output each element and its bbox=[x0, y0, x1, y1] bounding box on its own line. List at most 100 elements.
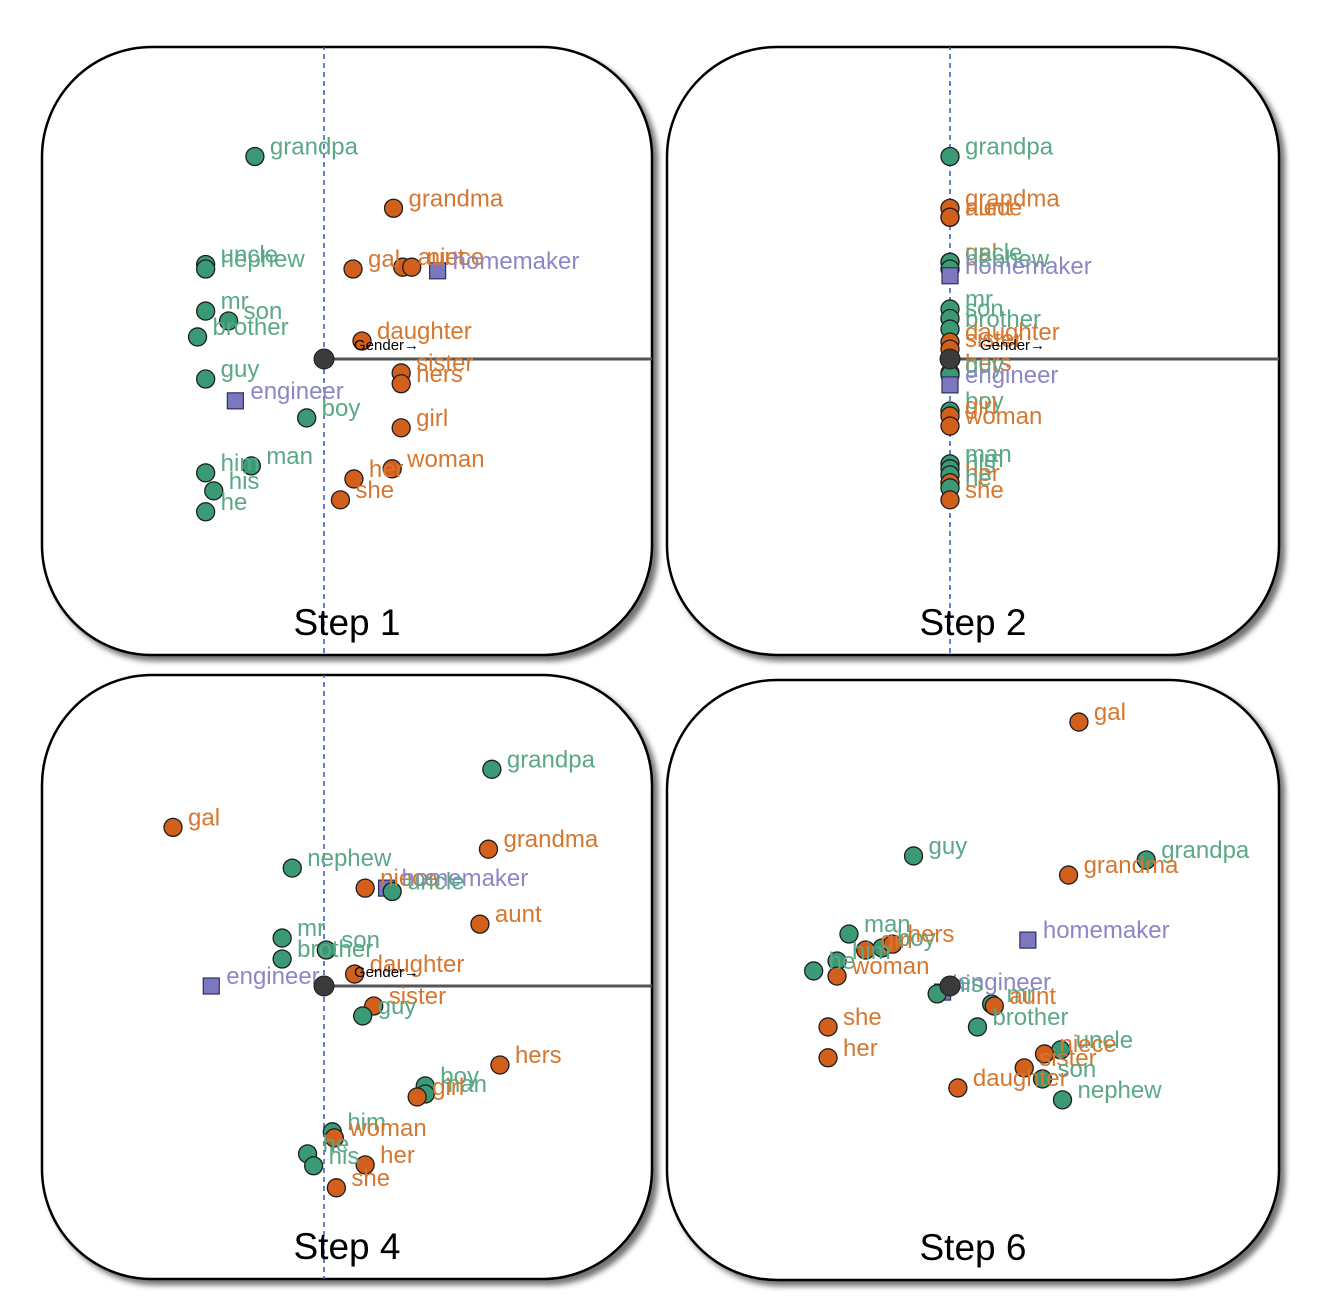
point-niece bbox=[355, 878, 375, 898]
label-nephew: nephew bbox=[307, 845, 392, 872]
point-brother bbox=[272, 949, 292, 969]
label-homemaker: homemaker bbox=[453, 248, 580, 275]
point-she bbox=[326, 1178, 347, 1198]
point-niece bbox=[1034, 1044, 1055, 1064]
point-niece bbox=[940, 207, 960, 227]
point-his bbox=[303, 1156, 324, 1176]
point-daughter bbox=[344, 964, 365, 984]
label-girl: girl bbox=[416, 405, 448, 432]
label-hers: hers bbox=[515, 1042, 562, 1069]
point-gal bbox=[1069, 712, 1089, 732]
point-daughter bbox=[948, 1078, 968, 1098]
point-brother bbox=[187, 327, 208, 347]
point-son bbox=[218, 311, 239, 331]
point-man bbox=[241, 456, 261, 476]
label-gal: gal bbox=[965, 239, 997, 266]
label-grandpa: grandpa bbox=[965, 134, 1054, 161]
point-man bbox=[839, 924, 859, 944]
point-brother bbox=[967, 1017, 988, 1037]
panel-title: Step 1 bbox=[294, 602, 401, 643]
label-sister: sister bbox=[1039, 1045, 1096, 1072]
label-he: he bbox=[829, 948, 856, 975]
point-woman bbox=[324, 1128, 345, 1148]
label-mr: mr bbox=[1007, 981, 1035, 1008]
panel-step-4: grandpagalgrandmanephewniecehomemakerunc… bbox=[40, 673, 654, 1281]
panel-frame bbox=[665, 678, 1281, 1282]
label-hers: hers bbox=[908, 921, 955, 948]
point-woman bbox=[827, 966, 847, 986]
label-niece: niece bbox=[1060, 1031, 1117, 1058]
label-daughter: daughter bbox=[965, 319, 1060, 346]
label-guy: guy bbox=[378, 993, 417, 1020]
label-grandma: grandma bbox=[409, 185, 504, 212]
point-aunt bbox=[984, 996, 1004, 1016]
point-niece bbox=[402, 257, 422, 277]
label-she: she bbox=[965, 477, 1004, 504]
label-her: her bbox=[369, 456, 404, 483]
point-grandpa bbox=[1136, 850, 1156, 870]
point-guy bbox=[195, 369, 216, 389]
point-nephew bbox=[282, 858, 302, 878]
panel-frame bbox=[665, 45, 1281, 657]
origin-marker bbox=[939, 975, 961, 997]
label-gal: gal bbox=[188, 804, 220, 831]
point-grandpa bbox=[245, 146, 265, 167]
gender-axis-label: Gender→ bbox=[980, 337, 1045, 354]
point-he bbox=[804, 961, 824, 981]
label-girl: girl bbox=[432, 1074, 464, 1101]
label-mr: mr bbox=[297, 915, 325, 942]
label-boy: boy bbox=[322, 395, 361, 422]
point-uncle bbox=[382, 881, 402, 902]
point-her bbox=[355, 1155, 375, 1175]
point-hers bbox=[391, 374, 411, 394]
point-his bbox=[204, 481, 224, 501]
label-engineer: engineer bbox=[958, 969, 1051, 996]
label-aunt: aunt bbox=[418, 244, 465, 271]
point-grandma bbox=[383, 198, 404, 218]
panel-title: Step 4 bbox=[294, 1226, 401, 1267]
point-nephew bbox=[195, 259, 216, 279]
point-girl bbox=[855, 940, 876, 960]
label-boy: boy bbox=[965, 388, 1004, 415]
label-grandpa: grandpa bbox=[270, 134, 359, 161]
label-nephew: nephew bbox=[965, 246, 1050, 273]
label-nephew: nephew bbox=[1078, 1077, 1163, 1104]
label-niece: niece bbox=[965, 194, 1022, 221]
panel-title: Step 6 bbox=[920, 1227, 1027, 1268]
label-niece: niece bbox=[427, 244, 484, 271]
label-him: him bbox=[347, 1109, 386, 1136]
point-gal bbox=[343, 259, 363, 279]
label-brother: brother bbox=[297, 936, 373, 963]
label-mr: mr bbox=[221, 288, 249, 315]
label-guy: guy bbox=[221, 356, 260, 383]
label-his: his bbox=[329, 1143, 360, 1170]
label-man: man bbox=[965, 441, 1012, 468]
label-uncle: uncle bbox=[965, 239, 1022, 266]
label-brother: brother bbox=[965, 306, 1041, 333]
label-man: man bbox=[440, 1071, 487, 1098]
label-sister: sister bbox=[389, 983, 446, 1010]
point-engineer bbox=[941, 376, 959, 394]
point-grandma bbox=[1058, 865, 1079, 885]
label-his: his bbox=[965, 452, 996, 479]
label-man: man bbox=[266, 443, 313, 470]
label-brother: brother bbox=[213, 314, 289, 341]
point-guy bbox=[353, 1006, 373, 1026]
point-mr bbox=[272, 928, 292, 948]
label-aunt: aunt bbox=[965, 194, 1012, 221]
point-grandpa bbox=[482, 759, 502, 779]
label-aunt: aunt bbox=[495, 901, 542, 928]
label-woman: woman bbox=[851, 953, 929, 980]
label-sister: sister bbox=[965, 326, 1022, 353]
point-she bbox=[330, 490, 351, 510]
label-sister: sister bbox=[416, 350, 473, 377]
label-he: he bbox=[221, 489, 248, 516]
label-girl: girl bbox=[881, 927, 913, 954]
point-daughter bbox=[352, 331, 372, 351]
label-woman: woman bbox=[406, 446, 484, 473]
origin-marker bbox=[313, 975, 335, 997]
label-she: she bbox=[355, 477, 394, 504]
